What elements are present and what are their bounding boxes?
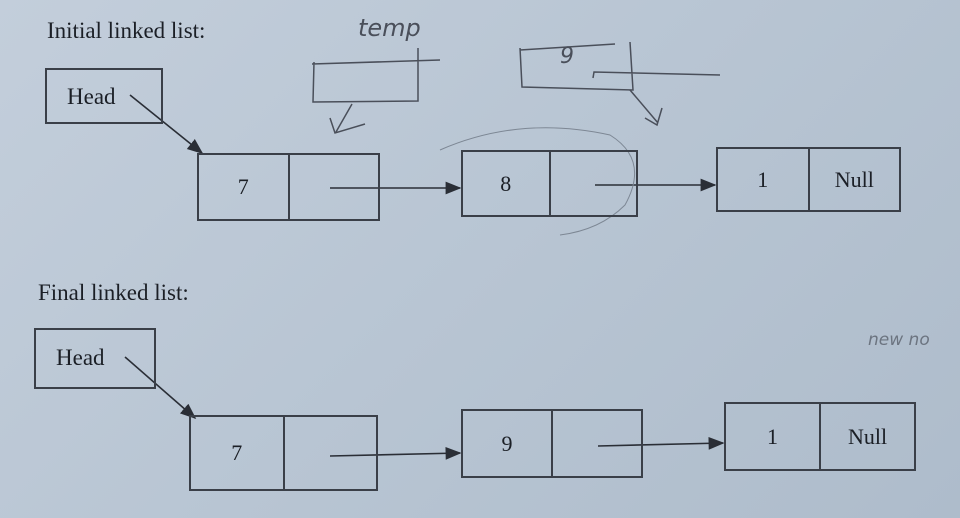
new-node-box-sketch	[519, 41, 721, 91]
head-pointer-arrow-initial	[129, 94, 204, 155]
node-next: Null	[807, 149, 900, 210]
initial-list-title: Initial linked list:	[47, 18, 206, 43]
node-next: Null	[819, 404, 914, 469]
node-next	[551, 411, 641, 476]
node-value: 1	[767, 423, 778, 449]
node-value: 9	[501, 430, 513, 456]
node-value: 8	[500, 170, 512, 196]
head-box-initial: Head	[45, 68, 163, 124]
handwritten-temp: temp	[358, 14, 421, 42]
temp-arrow-sketch	[329, 103, 366, 134]
handwritten-new-value: 9	[560, 44, 574, 69]
node-initial-1: 7	[197, 153, 380, 221]
handwritten-side-note: new no	[868, 330, 930, 350]
new-node-arrow-sketch	[629, 89, 663, 127]
circle-around-node-sketch	[439, 127, 636, 236]
handwritten-sketch	[311, 41, 721, 236]
head-pointer-arrow-final	[124, 356, 197, 420]
node-initial-3: 1 Null	[716, 147, 901, 212]
node-final-3: 1 Null	[724, 402, 916, 471]
final-list-title: Final linked list:	[38, 280, 189, 305]
node-next	[282, 417, 377, 489]
temp-box-sketch	[311, 48, 441, 103]
node-next	[287, 155, 379, 219]
node-value: 7	[231, 440, 243, 465]
node-next	[548, 152, 637, 215]
node-value: 1	[757, 166, 769, 192]
node-value: 7	[237, 174, 249, 199]
next-arrow-final-2	[597, 436, 725, 450]
node-initial-2: 8	[461, 150, 638, 217]
head-box-final: Head	[34, 328, 156, 389]
node-final-1: 7	[189, 415, 378, 491]
node-final-2: 9	[461, 409, 643, 478]
next-arrow-final-1	[329, 446, 462, 460]
